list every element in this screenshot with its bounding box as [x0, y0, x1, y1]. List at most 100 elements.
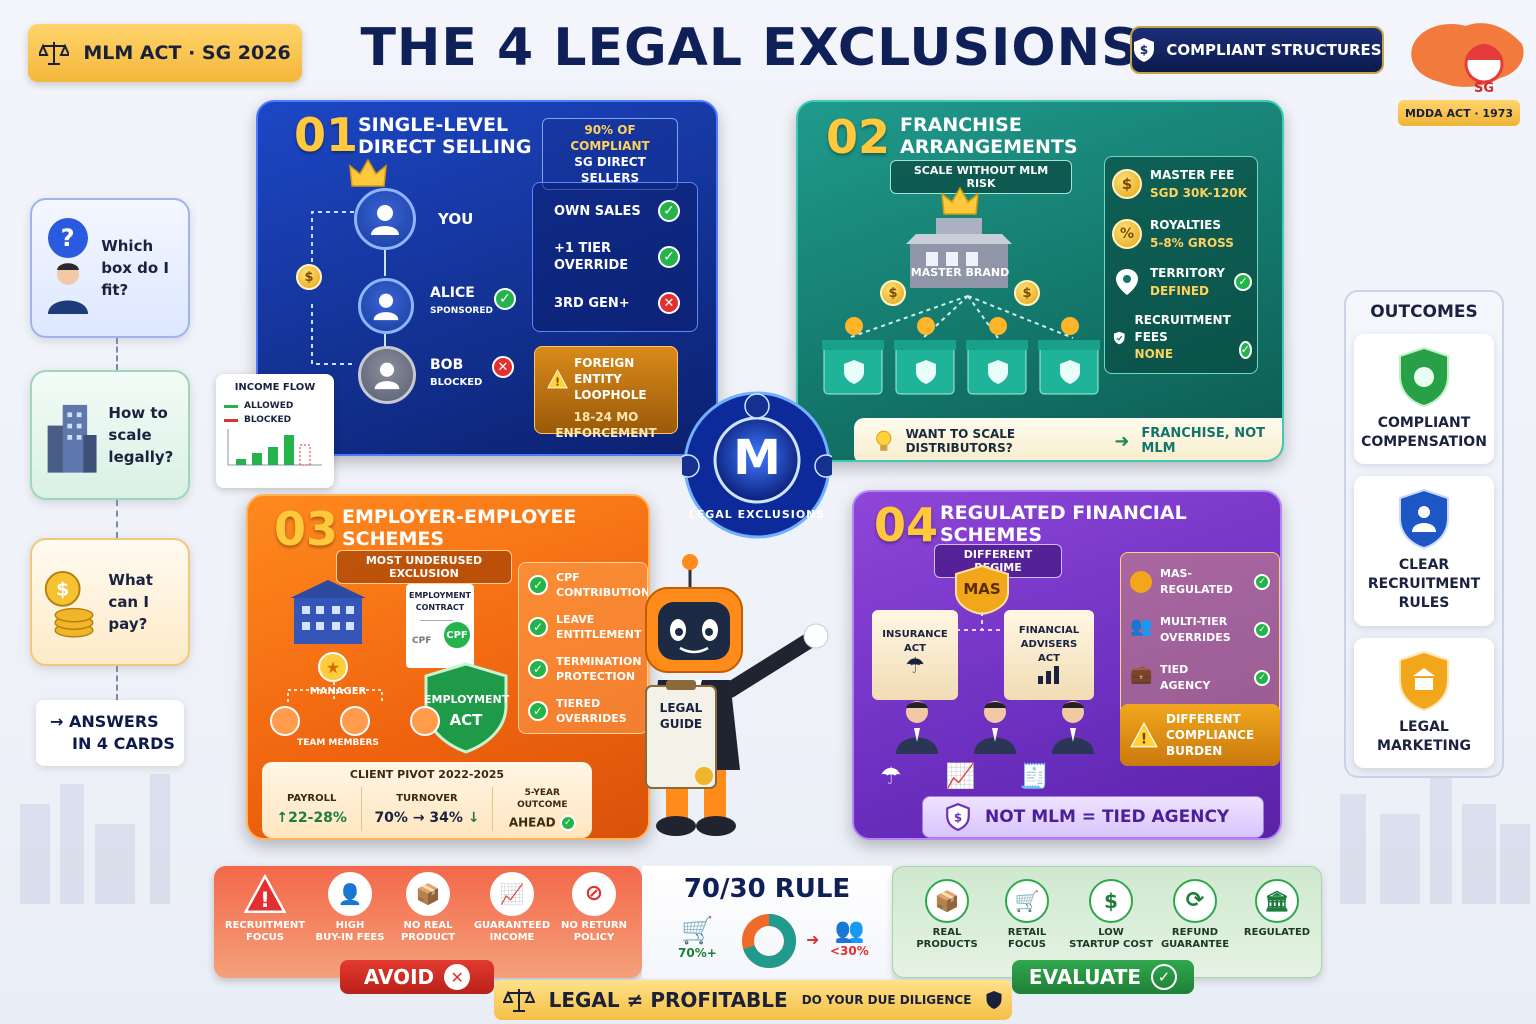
dollar-down-icon: $ — [1104, 889, 1118, 913]
advisor-icons — [892, 698, 1098, 754]
warning-icon: ! — [244, 874, 286, 913]
warn-line2: LOOPHOLE — [574, 388, 647, 402]
check-icon: ✓ — [528, 575, 548, 595]
pivot-label-line2: OUTCOME — [517, 800, 568, 810]
badge-line1: 90% OF COMPLIANT — [570, 123, 650, 153]
term-value: 5-8% GROSS — [1150, 236, 1234, 250]
team-member-icons — [270, 706, 440, 736]
umbrella-icon: ☂ — [880, 762, 902, 790]
user-icon — [371, 205, 399, 235]
card-employer-employee-schemes[interactable]: 03 EMPLOYER-EMPLOYEE SCHEMES MOST UNDERU… — [246, 494, 650, 840]
card-title: REGULATED FINANCIAL SCHEMES — [940, 502, 1187, 546]
pivot-value: ↑22-28% — [276, 810, 347, 826]
arrow-right-icon: → — [50, 712, 69, 731]
card-number: 04 — [874, 498, 939, 552]
page-title: THE 4 LEGAL EXCLUSIONS — [360, 18, 1140, 78]
label-bob: BOB — [430, 357, 464, 373]
not-mlm-bar: $ NOT MLM = TIED AGENCY — [922, 796, 1264, 838]
bar-chart-icon — [1038, 666, 1059, 684]
avatar-you — [354, 188, 416, 250]
card-regulated-financial-schemes[interactable]: 04 REGULATED FINANCIAL SCHEMES DIFFERENT… — [852, 490, 1282, 840]
board-line2: GUIDE — [659, 717, 703, 731]
avoid-label: NO REAL — [403, 920, 453, 931]
term-label: ROYALTIES — [1150, 218, 1221, 232]
dashed-connector — [116, 666, 118, 700]
warning-icon: ! — [547, 369, 568, 388]
card-title-line1: SINGLE-LEVEL — [358, 114, 509, 136]
manager-label: MANAGER — [309, 686, 367, 697]
benefit-label: TIERED — [556, 697, 601, 710]
scales-icon — [39, 42, 70, 65]
shield-dollar-icon: $ — [1134, 38, 1155, 62]
benefit-label: CPF — [556, 571, 580, 584]
crown-icon — [349, 158, 387, 187]
card-title: FRANCHISE ARRANGEMENTS — [900, 114, 1078, 158]
thinking-person-icon — [47, 263, 88, 314]
client-pivot-panel: CLIENT PIVOT 2022-2025 PAYROLL↑22-28% TU… — [262, 762, 592, 838]
rule-title: 70/30 RULE — [683, 874, 851, 904]
outcome-line1: COMPLIANT — [1377, 415, 1471, 431]
tip-question: WANT TO SCALE DISTRIBUTORS? — [905, 427, 1016, 455]
singapore-map-icon: SG — [1411, 23, 1524, 96]
rule-label: TIED — [1160, 663, 1189, 676]
avoid-label: RECRUITMENT FOCUS — [224, 920, 306, 943]
check-icon: ✓ — [1254, 622, 1270, 638]
lightbulb-icon — [876, 430, 892, 451]
card-title-line2: ARRANGEMENTS — [900, 136, 1078, 158]
scroll-line2: ADVISERS — [1020, 639, 1078, 650]
evaluate-label: LOW — [1098, 927, 1124, 938]
franchise-store-icons — [822, 317, 1100, 395]
card-number: 03 — [274, 502, 339, 556]
empty-box-icon: 📦 — [415, 882, 441, 906]
emblem-ring — [676, 391, 838, 539]
term-label: MASTER FEE — [1150, 168, 1235, 182]
question-bubble-pay: $ What can I pay? — [30, 538, 190, 666]
advisor-icon — [896, 701, 938, 754]
avoid-label: GUARANTEED — [473, 920, 551, 931]
financial-product-icons: ☂ 📈 🧾 — [880, 762, 1049, 790]
question-bubble-scale: How to scale legally? — [30, 370, 190, 500]
label-bob-sub: BLOCKED — [430, 377, 483, 388]
compliant-label: COMPLIANT STRUCTURES — [1166, 41, 1382, 59]
avoid-button-label: AVOID — [363, 965, 435, 989]
people-icon: 👥 — [1130, 616, 1153, 637]
avatar-alice — [358, 278, 414, 334]
card-franchise-arrangements[interactable]: 02 FRANCHISE ARRANGEMENTS SCALE WITHOUT … — [796, 100, 1284, 462]
bob-label-group: BOB BLOCKED — [430, 356, 482, 392]
evaluate-button[interactable]: EVALUATE ✓ — [1012, 960, 1194, 994]
compliant-structures-button[interactable]: $ COMPLIANT STRUCTURES — [1130, 26, 1384, 74]
legal-not-profitable-bar: LEGAL ≠ PROFITABLE DO YOUR DUE DILIGENCE — [494, 980, 1012, 1020]
legal-guide-board: LEGAL GUIDE — [650, 700, 712, 732]
pivot-value: 70% → 34% — [374, 810, 463, 826]
legend-blocked: BLOCKED — [244, 415, 292, 425]
avatar-bob — [358, 346, 416, 404]
franchise-units — [820, 316, 1120, 406]
svg-text:!: ! — [260, 888, 270, 912]
shield-line1: EMPLOYMENT — [424, 693, 510, 706]
income-flow-card: INCOME FLOW ALLOWED BLOCKED — [216, 374, 334, 488]
avoid-button[interactable]: AVOID ✕ — [340, 960, 494, 994]
badge-line2: SG DIRECT SELLERS — [574, 155, 646, 185]
shopping-cart-icon: 🛒 — [1014, 889, 1040, 913]
employment-act-label: EMPLOYMENT ACT — [424, 690, 510, 730]
shield-icon — [986, 991, 1002, 1009]
term-label-line2: FEES — [1134, 330, 1168, 344]
check-icon: ✓ — [1254, 670, 1270, 686]
building-icon — [47, 404, 97, 473]
svg-text:$: $ — [954, 810, 962, 824]
scroll-line3: ACT — [1038, 653, 1060, 664]
question-text: Which box do I fit? — [101, 237, 169, 299]
percent-coin-icon: % — [1112, 219, 1142, 249]
rule-row: 3RD GEN+✕ — [554, 292, 680, 314]
team-member-icon — [340, 706, 370, 736]
